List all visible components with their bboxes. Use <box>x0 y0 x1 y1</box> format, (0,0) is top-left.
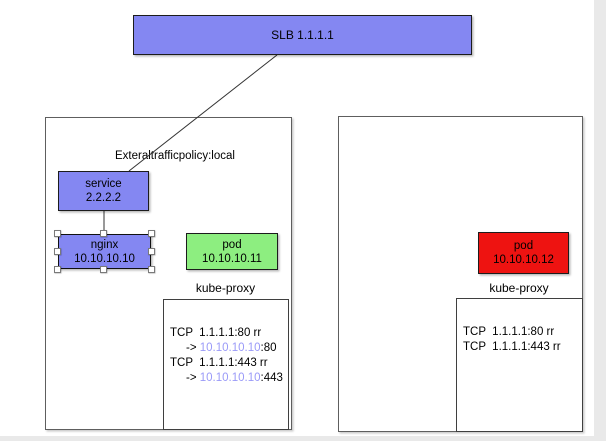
selection-handle-bottom-left[interactable] <box>54 266 61 273</box>
service-ip: 2.2.2.2 <box>85 192 122 204</box>
kube-proxy-label-right: kube-proxy <box>489 281 549 295</box>
nginx-pod-node[interactable]: nginx 10.10.10.10 <box>54 230 155 273</box>
external-traffic-policy-label: Exteraltrafficpolicy:local <box>115 150 235 162</box>
pod-node-healthy[interactable]: pod 10.10.10.11 <box>186 233 278 270</box>
service-name: service <box>85 178 122 190</box>
kube-proxy-label-left: kube-proxy <box>195 281 256 295</box>
selection-handle-top-center[interactable] <box>100 230 107 237</box>
diagram-canvas[interactable]: SLB 1.1.1.1 Exteraltrafficpolicy:local s… <box>0 0 594 436</box>
service-node[interactable]: service 2.2.2.2 <box>58 171 149 211</box>
iptables-rule: TCP 1.1.1.1:80 rr <box>170 327 262 339</box>
slb-label: SLB 1.1.1.1 <box>271 28 334 42</box>
kube-proxy-rules-box-left[interactable]: TCP 1.1.1.1:80 rr -> 10.10.10.10:80 TCP … <box>163 299 289 430</box>
pod-node-unhealthy[interactable]: pod 10.10.10.12 <box>478 232 569 274</box>
kube-proxy-rules-box-right[interactable]: TCP 1.1.1.1:80 rr TCP 1.1.1.1:443 rr <box>456 298 583 432</box>
pod-ip: 10.10.10.11 <box>202 252 262 265</box>
slb-node[interactable]: SLB 1.1.1.1 <box>133 15 472 55</box>
iptables-rule: TCP 1.1.1.1:443 rr <box>170 357 268 369</box>
selection-handle-top-right[interactable] <box>148 230 155 237</box>
selection-handle-middle-left[interactable] <box>54 248 61 255</box>
selection-handle-top-left[interactable] <box>54 230 61 237</box>
pod-name: pod <box>222 238 242 251</box>
selection-handle-bottom-right[interactable] <box>148 266 155 273</box>
iptables-rule: -> 10.10.10.10:443 <box>186 372 283 384</box>
pod-name: pod <box>513 240 534 252</box>
rule-ip-highlight: 10.10.10.10 <box>199 372 261 384</box>
nginx-ip: 10.10.10.10 <box>74 252 135 265</box>
iptables-rule: TCP 1.1.1.1:80 rr <box>463 326 555 338</box>
nginx-name: nginx <box>90 238 119 251</box>
selection-handle-bottom-center[interactable] <box>100 266 107 273</box>
selection-handle-middle-right[interactable] <box>148 248 155 255</box>
iptables-rule: -> 10.10.10.10:80 <box>186 342 277 354</box>
rule-ip-highlight: 10.10.10.10 <box>199 342 261 354</box>
pod-ip: 10.10.10.12 <box>493 254 554 266</box>
iptables-rule: TCP 1.1.1.1:443 rr <box>463 341 561 353</box>
